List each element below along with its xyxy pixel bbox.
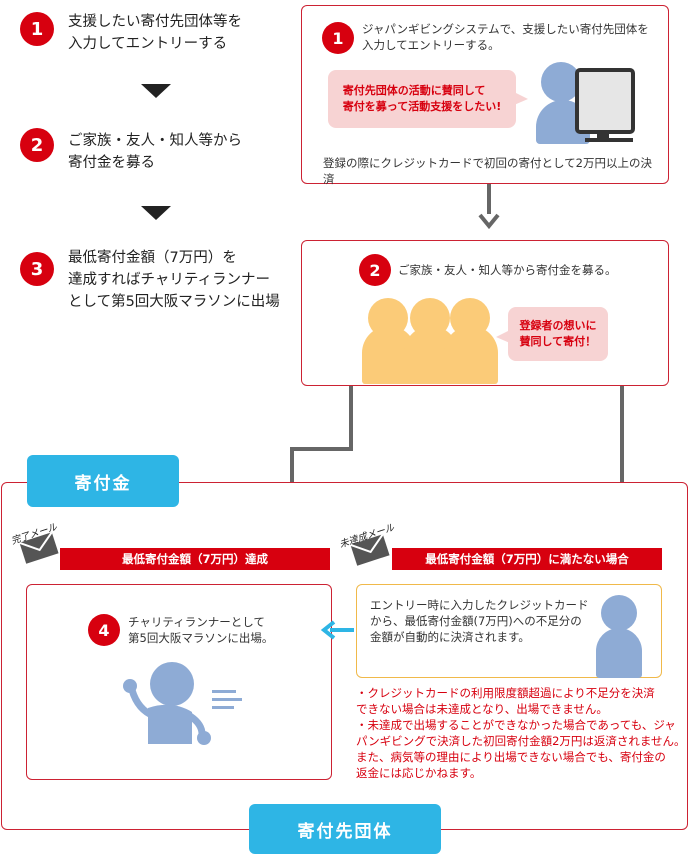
step-2-text: ご家族・友人・知人等から 寄付金を募る [68,133,242,171]
step-3-number: 3 [20,252,54,286]
blue-left-arrow-icon [320,620,354,640]
box1-footer: 登録の際にクレジットカードで初回の寄付として2万円以上の決済 [323,156,652,186]
not-reached-person-head [601,595,637,631]
down-arrow-2-icon [141,206,171,220]
down-arrow-1-icon [141,84,171,98]
box2-text: ご家族・友人・知人等から寄付金を募る。 [398,263,617,277]
step-1-number: 1 [20,12,54,46]
box1-text: ジャパンギビングシステムで、支援したい寄付先団体を 入力してエントリーする。 [362,22,649,52]
box2-number: 2 [359,254,391,286]
box4-number: 4 [88,614,120,646]
computer-monitor-icon [575,68,635,142]
right-flow-vertical [620,386,624,536]
step-1-text: 支援したい寄付先団体等を 入力してエントリーする [68,14,242,52]
box1-number: 1 [322,22,354,54]
not-reached-bar: 最低寄付金額（7万円）に満たない場合 [392,548,662,570]
kifusaki-dantai-tab: 寄付先団体 [249,804,441,854]
runner-figure-icon [123,679,242,745]
not-reached-notes: ・クレジットカードの利用限度額超過により不足分を決済 できない場合は未達成となり… [356,686,686,780]
left-flow-horizontal [290,447,353,451]
not-reached-person-body [596,628,642,678]
completed-text: チャリティランナーとして 第5回大阪マラソンに出場。 [128,615,274,645]
arrow-1-2-line [487,184,491,214]
box1-speech-bubble: 寄付先団体の活動に賛同して 寄付を募って活動支援をしたい! [328,70,516,128]
yellow-person-3-body [444,326,498,384]
runner-head [150,662,194,706]
bubble-tail-icon [514,92,528,105]
bubble-tail-2-icon [496,330,510,343]
step-3-text: 最低寄付金額（7万円）を 達成すればチャリティランナー として第5回大阪マラソン… [68,250,280,310]
box2-speech-bubble: 登録者の想いに 賛同して寄付！ [508,307,608,361]
step-2-number: 2 [20,128,54,162]
not-reached-mail-icon [350,533,390,566]
completed-mail-icon [19,531,59,564]
left-flow-vertical-1 [349,386,353,450]
not-reached-text: エントリー時に入力したクレジットカード から、最低寄付金額(7万円)への不足分の… [370,598,589,644]
kifukin-tab: 寄付金 [27,455,179,507]
completed-bar: 最低寄付金額（7万円）達成 [60,548,330,570]
arrow-1-2-head-icon [478,213,500,230]
blue-person-head [541,62,581,102]
